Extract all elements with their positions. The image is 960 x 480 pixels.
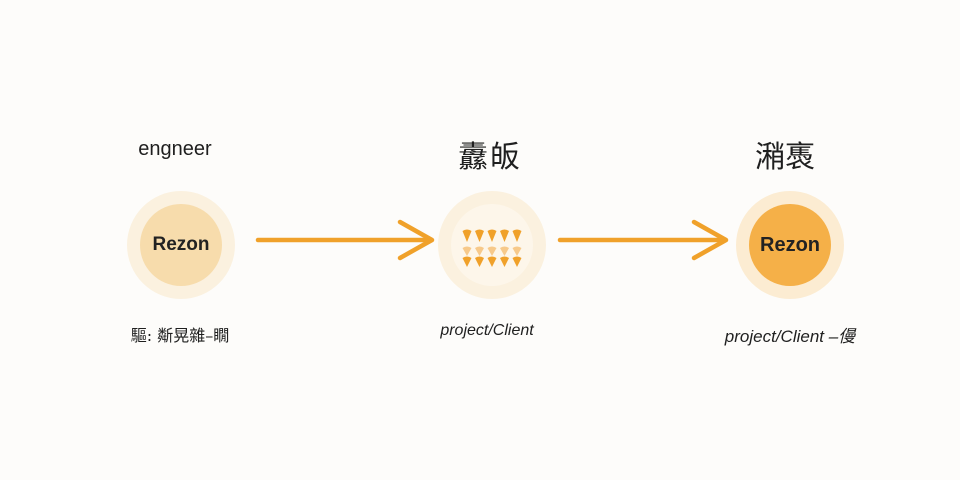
stage-3-node: Rezon [736, 191, 844, 299]
droplet-mark [462, 246, 472, 256]
droplet-mark [487, 229, 497, 242]
droplet-mark [487, 256, 497, 267]
stage-3-caption: project/Client –僈 [724, 327, 856, 346]
stage-3-node-label: Rezon [749, 204, 831, 286]
droplet-mark [462, 229, 472, 242]
droplet-mark [500, 246, 509, 256]
stage-2-node [438, 191, 546, 299]
droplet-mark [512, 256, 522, 267]
stage-1-node-label: Rezon [140, 204, 222, 286]
droplet-grid-icon [462, 229, 522, 267]
stage-2-title: 纛皈 [458, 140, 522, 175]
stage-3-title: 潲褭 [755, 140, 815, 175]
stage-2-caption: project/Client [440, 322, 534, 339]
droplet-mark [512, 246, 522, 256]
droplet-mark [462, 256, 472, 267]
stage-1-node: Rezon [127, 191, 235, 299]
stage-2-node-label [451, 204, 533, 286]
stage-1-caption: 驅: 斴晃雜–瞯 [130, 326, 230, 345]
droplet-mark [475, 256, 484, 267]
droplet-mark [475, 229, 484, 242]
droplet-mark [500, 229, 509, 242]
droplet-mark [500, 256, 509, 267]
droplet-mark [512, 229, 522, 242]
droplet-mark [475, 246, 484, 256]
droplet-mark [487, 246, 497, 256]
stage-1-title: engneer [138, 138, 212, 160]
